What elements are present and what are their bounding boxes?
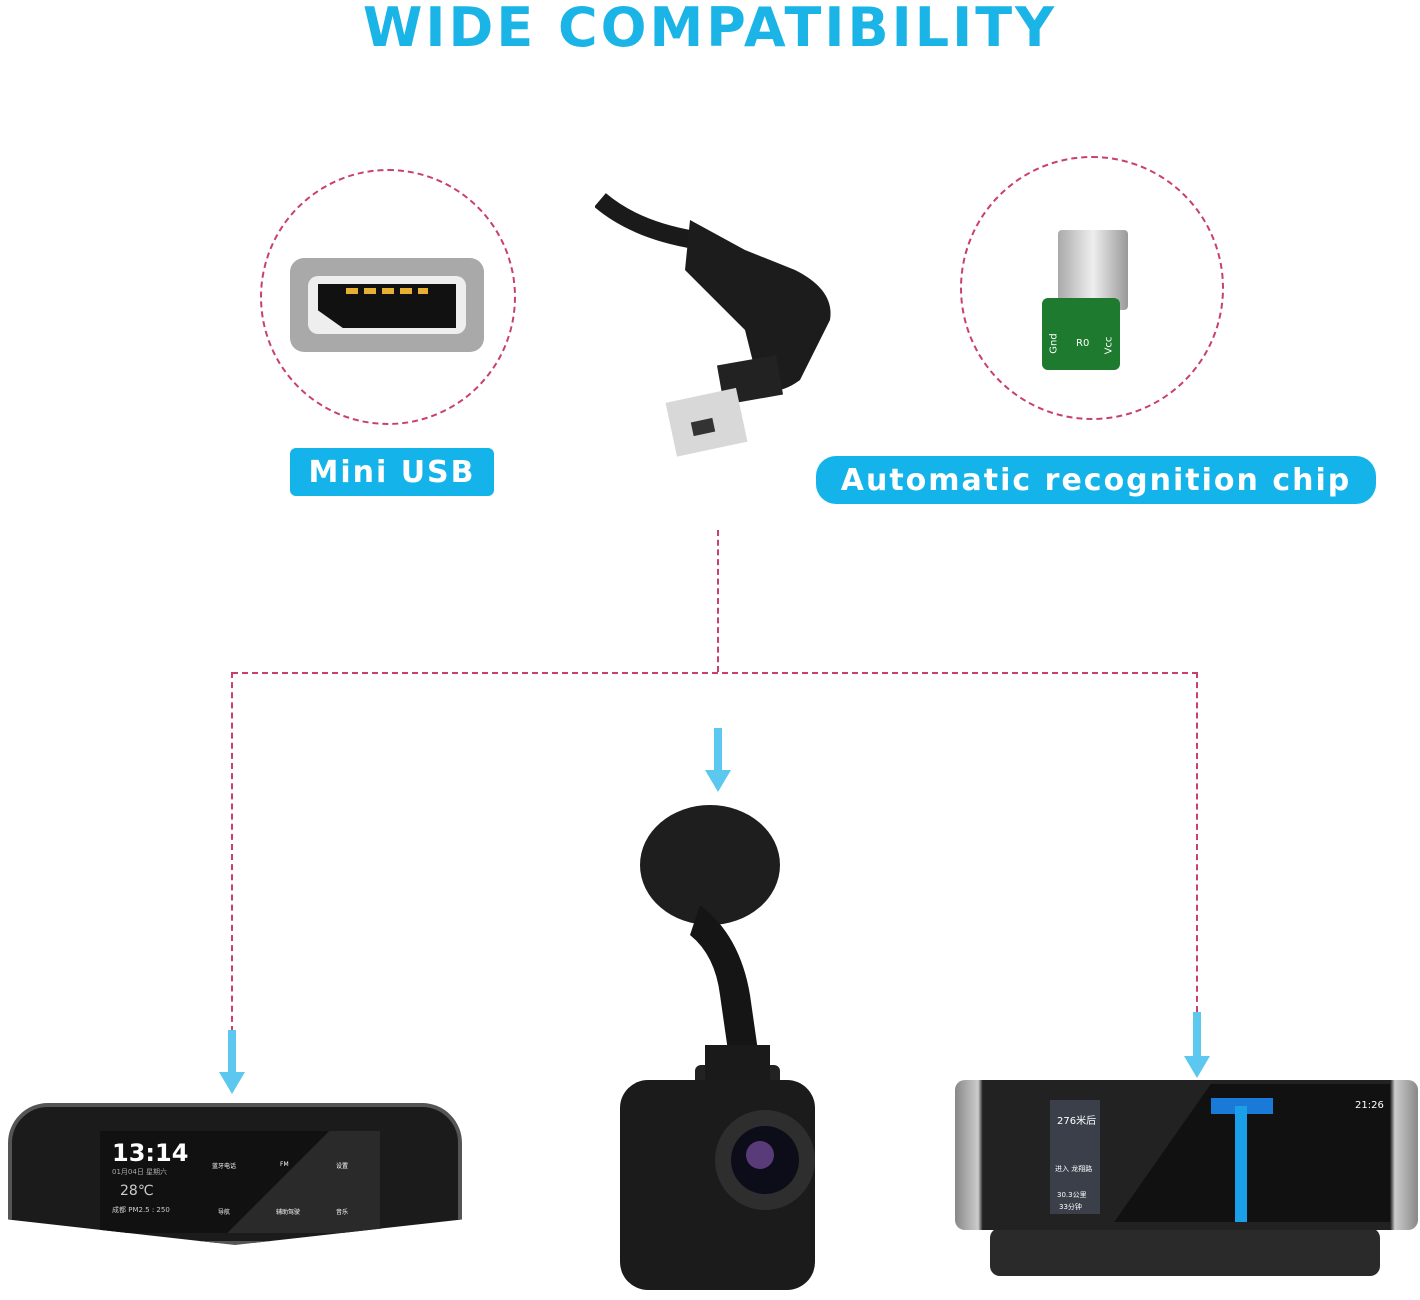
nav-road: 进入 龙翔路 xyxy=(1055,1165,1093,1173)
mirror-screen: 13:14 01月04日 星期六 28℃ 成都 PM2.5 : 250 蓝牙电话… xyxy=(100,1131,380,1233)
dash-cam-image xyxy=(620,795,820,1295)
app-music: 音乐 xyxy=(336,1209,349,1216)
arrow-down-icon xyxy=(705,728,731,792)
mirror-temp: 28℃ xyxy=(120,1183,154,1199)
mini-usb-label: Mini USB xyxy=(290,448,494,496)
mini-usb-port-icon xyxy=(290,258,484,352)
arrow-down-icon xyxy=(1184,1012,1210,1078)
app-settings: 设置 xyxy=(336,1163,349,1170)
gnd-marking: Gnd xyxy=(1048,333,1060,354)
app-fm: FM xyxy=(280,1161,289,1168)
chip-circle xyxy=(960,156,1224,420)
connector-line xyxy=(231,672,233,1032)
mirror-air: 成都 PM2.5 : 250 xyxy=(112,1206,170,1214)
connector-line xyxy=(232,672,1198,674)
r0-marking: R0 xyxy=(1076,338,1090,349)
arrow-down-icon xyxy=(219,1030,245,1094)
car-display-screen: 276米后 进入 龙翔路 30.3公里 33分钟 21:26 xyxy=(985,1084,1390,1222)
vcc-marking: Vcc xyxy=(1103,336,1115,355)
car-display-device: 276米后 进入 龙翔路 30.3公里 33分钟 21:26 xyxy=(955,1078,1418,1278)
usb-cable-image xyxy=(594,180,845,460)
connector-image xyxy=(1058,230,1128,310)
app-nav: 导航 xyxy=(218,1209,231,1216)
nav-eta: 33分钟 xyxy=(1059,1203,1082,1211)
chip-label: Automatic recognition chip xyxy=(816,456,1376,504)
app-assist: 辅助驾驶 xyxy=(276,1209,301,1216)
connector-line xyxy=(1196,672,1198,1012)
chip-board-image: Gnd R0 Vcc xyxy=(1042,298,1120,370)
car-time: 21:26 xyxy=(1355,1100,1384,1111)
nav-distance: 276米后 xyxy=(1057,1116,1097,1127)
app-phone: 蓝牙电话 xyxy=(212,1163,237,1170)
rearview-mirror-device: 13:14 01月04日 星期六 28℃ 成都 PM2.5 : 250 蓝牙电话… xyxy=(8,1103,462,1245)
mirror-time: 13:14 xyxy=(112,1139,189,1167)
mini-usb-circle xyxy=(260,169,516,425)
connector-line xyxy=(717,530,719,672)
mirror-date: 01月04日 星期六 xyxy=(112,1168,168,1176)
page-title: WIDE COMPATIBILITY xyxy=(362,0,1058,59)
nav-remaining: 30.3公里 xyxy=(1057,1191,1087,1199)
